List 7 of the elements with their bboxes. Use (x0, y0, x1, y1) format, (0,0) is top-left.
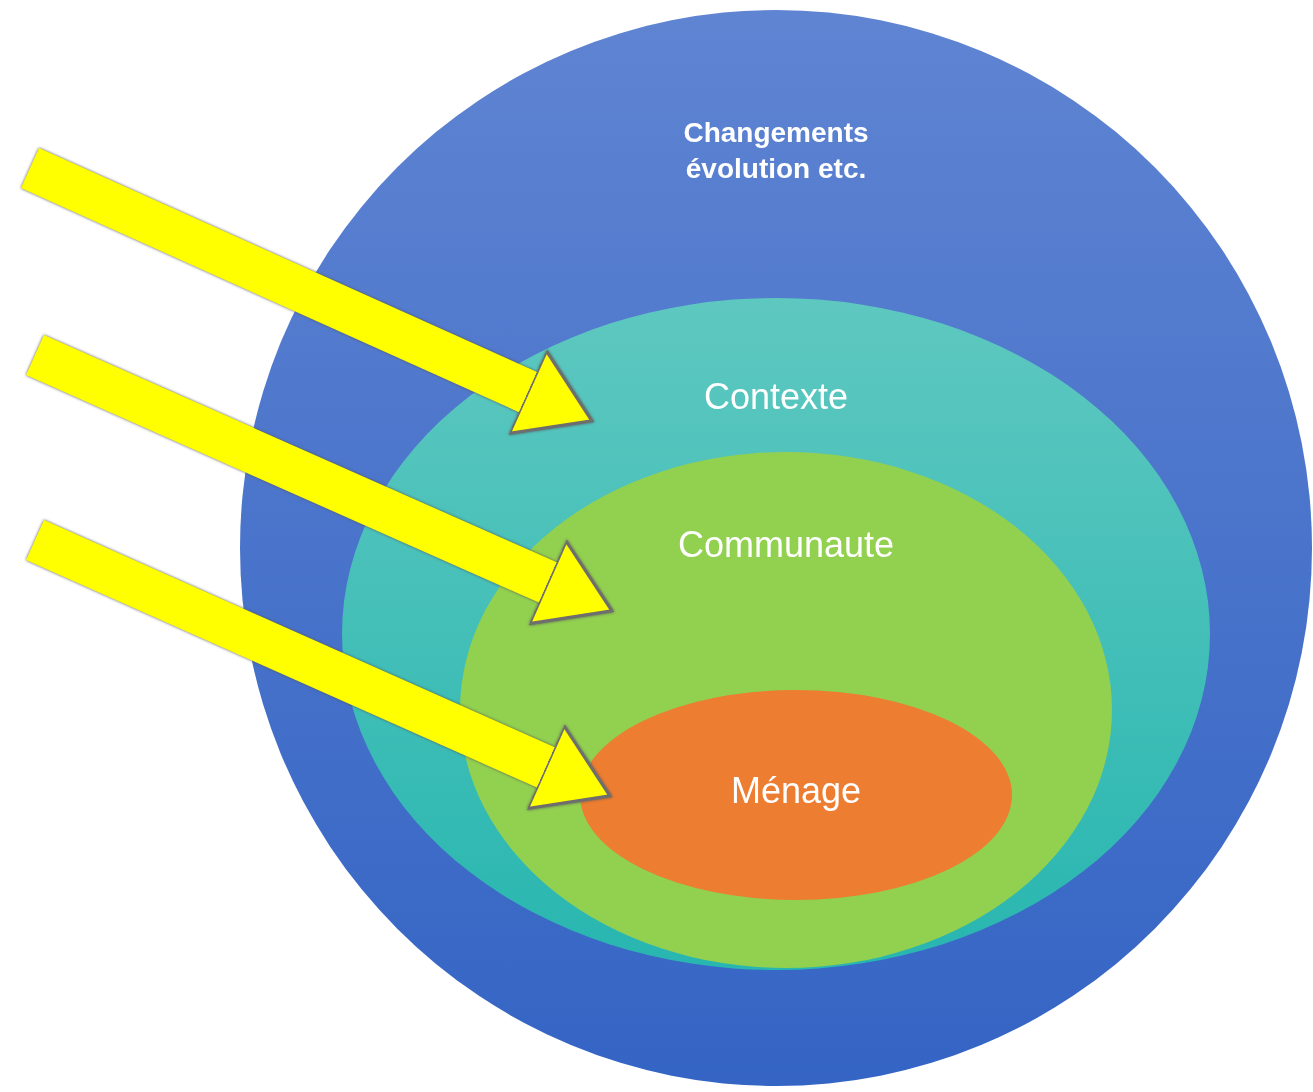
block-arrow (26, 334, 614, 626)
region-label: Ménage (730, 770, 862, 812)
region-label: Changements évolution etc. (682, 116, 870, 187)
region-label: Contexte (703, 376, 849, 418)
block-arrow (20, 147, 594, 435)
region-label: Communaute (677, 524, 895, 566)
block-arrow (26, 519, 612, 810)
